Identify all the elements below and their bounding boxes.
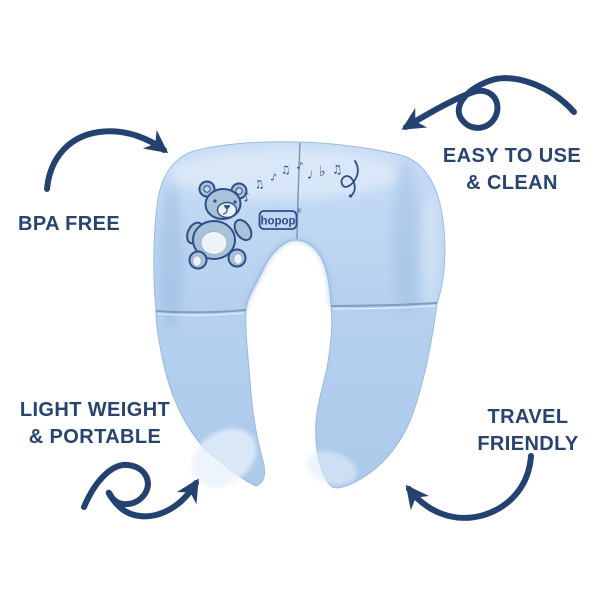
feature-label-easy-to-use: EASY TO USE & CLEAN bbox=[423, 143, 600, 197]
bear-eye-left bbox=[213, 199, 217, 203]
right-edge-gloss bbox=[422, 192, 440, 308]
callout-arrows bbox=[44, 75, 577, 521]
left-fold-seam-gap bbox=[157, 312, 245, 316]
right-fold-seam bbox=[330, 302, 438, 307]
music-note-icon: ♪ bbox=[269, 172, 277, 184]
arrow-bottom-left bbox=[81, 461, 199, 520]
feature-label-bpa-free: BPA FREE bbox=[18, 211, 120, 238]
bear-foot-right-pad bbox=[233, 253, 243, 265]
music-flat-icon: ♭ bbox=[319, 164, 326, 180]
bear-mouth bbox=[222, 209, 228, 215]
music-note-icon: ♩ bbox=[306, 168, 313, 182]
hopop-logo-border bbox=[258, 210, 298, 230]
bear-foot-left-pad bbox=[192, 255, 202, 267]
hopop-logo: hopop ® bbox=[258, 208, 302, 230]
bear-arm-right bbox=[233, 218, 253, 242]
feature-label-travel-friendly: TRAVEL FRIENDLY bbox=[452, 404, 600, 458]
potty-seat-body bbox=[153, 141, 446, 489]
hole-rim-shadow bbox=[244, 238, 333, 311]
light-weight-line2: & PORTABLE bbox=[28, 426, 162, 448]
registered-mark: ® bbox=[297, 208, 302, 215]
music-note-icon: ♫ bbox=[331, 162, 343, 177]
arrow-bottom-right bbox=[405, 453, 534, 521]
easy-to-use-line2: & CLEAN bbox=[466, 172, 558, 194]
left-edge-shadow bbox=[159, 186, 183, 330]
right-fold-seam-gap bbox=[332, 305, 436, 310]
bear-ear-left-inner bbox=[203, 185, 211, 193]
musical-notes-left: ♪ ♫ ♪ ♫ ♪ bbox=[241, 160, 305, 205]
travel-friendly-line2: FRIENDLY bbox=[477, 433, 579, 455]
hopop-logo-text: hopop bbox=[260, 216, 295, 228]
treble-clef-icon bbox=[340, 160, 359, 198]
bear-eye-right bbox=[233, 200, 237, 204]
bear-ear-right-inner bbox=[235, 187, 243, 195]
arrow-top-left bbox=[44, 128, 169, 192]
bpa-free-text: BPA FREE bbox=[18, 213, 121, 235]
easy-to-use-line1: EASY TO USE bbox=[442, 145, 582, 167]
light-weight-line1: LIGHT WEIGHT bbox=[19, 399, 171, 421]
feature-label-light-weight: LIGHT WEIGHT & PORTABLE bbox=[4, 397, 186, 451]
bear-nose bbox=[223, 205, 231, 210]
right-shadow-band bbox=[392, 162, 420, 314]
center-fold-seam bbox=[296, 142, 301, 240]
music-note-icon: ♪ bbox=[241, 189, 253, 205]
music-note-icon: ♫ bbox=[280, 163, 291, 177]
travel-friendly-line1: TRAVEL bbox=[487, 406, 569, 428]
bear-belly bbox=[200, 231, 228, 255]
arrow-top-right bbox=[401, 75, 577, 131]
teddy-bear-graphic bbox=[186, 180, 253, 270]
left-flap-gloss bbox=[191, 428, 257, 488]
music-note-icon: ♪ bbox=[295, 160, 304, 172]
musical-notes-right: ♩ ♭ ♫ bbox=[306, 160, 359, 198]
right-flap-gloss bbox=[305, 451, 357, 485]
music-note-icon: ♫ bbox=[253, 177, 265, 192]
left-fold-seam bbox=[155, 309, 247, 314]
